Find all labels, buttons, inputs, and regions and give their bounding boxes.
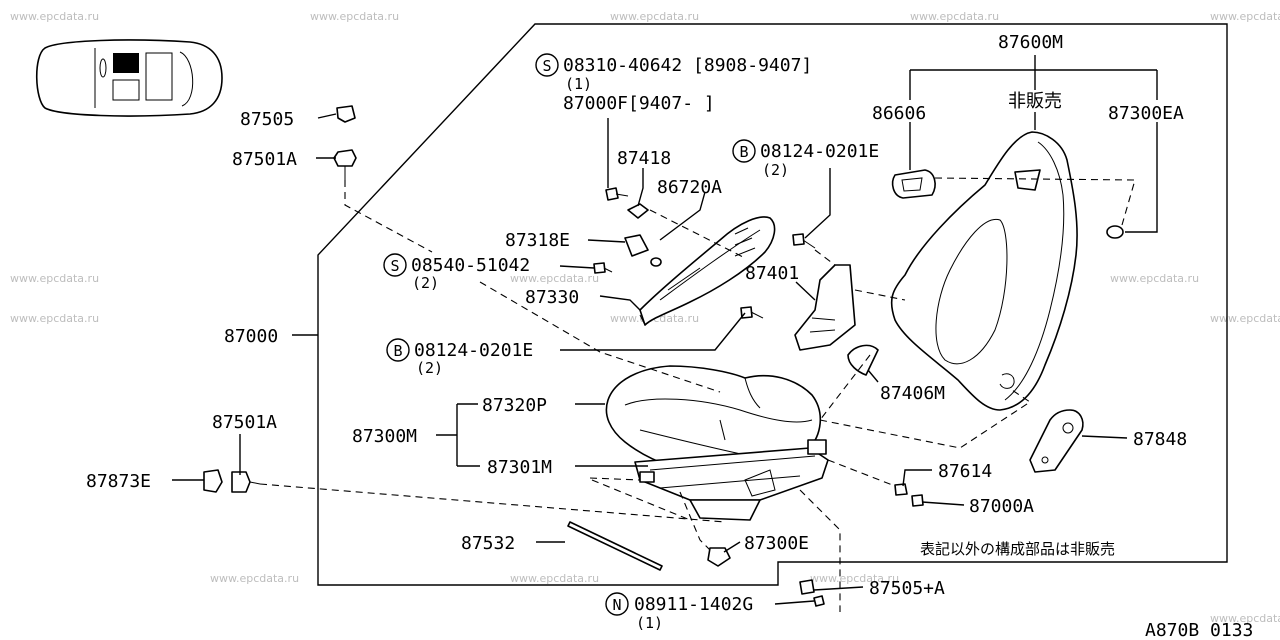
circled-markers: S B S B N bbox=[383, 53, 756, 616]
recliner-cover bbox=[639, 216, 776, 326]
marker-s: S bbox=[390, 257, 399, 275]
label-87501A: 87501A bbox=[212, 412, 277, 433]
label-87600M: 87600M bbox=[998, 32, 1063, 53]
marker-b: B bbox=[739, 143, 748, 161]
watermark: www.epcdata.ru bbox=[210, 572, 299, 585]
label-87300M: 87300M bbox=[352, 426, 417, 447]
watermark: www.epcdata.ru bbox=[10, 272, 99, 285]
label-86720A: 86720A bbox=[657, 177, 722, 198]
dashed-lines bbox=[259, 177, 1136, 612]
bracket-87401 bbox=[794, 264, 856, 351]
label-87505: 87505 bbox=[240, 109, 294, 130]
car-locator-icon bbox=[35, 39, 223, 117]
fasteners bbox=[203, 105, 924, 607]
seat-cushion bbox=[605, 365, 822, 480]
label-87848: 87848 bbox=[1133, 429, 1187, 450]
watermark: www.epcdata.ru bbox=[910, 10, 999, 23]
label-87501A: 87501A bbox=[232, 149, 297, 170]
watermark: www.epcdata.ru bbox=[1110, 272, 1199, 285]
label-87320P: 87320P bbox=[482, 395, 547, 416]
watermark: www.epcdata.ru bbox=[510, 272, 599, 285]
leader-lines bbox=[172, 55, 1158, 605]
label-08310-40642: 08310-40642 [8908-9407] bbox=[563, 55, 812, 76]
label-87300E: 87300E bbox=[744, 533, 809, 554]
watermark: www.epcdata.ru bbox=[510, 572, 599, 585]
label-87873E: 87873E bbox=[86, 471, 151, 492]
label-87318E: 87318E bbox=[505, 230, 570, 251]
watermark: www.epcdata.ru bbox=[1210, 312, 1280, 325]
label-08124-0201E: 08124-0201E bbox=[414, 340, 533, 361]
label-87301M: 87301M bbox=[487, 457, 552, 478]
label-87532: 87532 bbox=[461, 533, 515, 554]
label-87505-A: 87505+A bbox=[869, 578, 945, 599]
label-not-sold: 非販売 bbox=[1008, 91, 1062, 112]
note-other-parts-not-sold: 表記以外の構成部品は非販売 bbox=[920, 540, 1115, 558]
label-87418: 87418 bbox=[617, 148, 671, 169]
watermark: www.epcdata.ru bbox=[1210, 612, 1280, 625]
watermark: www.epcdata.ru bbox=[10, 10, 99, 23]
assembly-frame bbox=[317, 23, 1228, 586]
bracket-87848 bbox=[1029, 409, 1084, 473]
seat-adjuster bbox=[634, 439, 829, 521]
label-qty: (1) bbox=[636, 614, 663, 632]
marker-b: B bbox=[393, 342, 402, 360]
label-08124-0201E: 08124-0201E bbox=[760, 141, 879, 162]
label-qty: (2) bbox=[416, 359, 443, 377]
label-qty: (2) bbox=[412, 274, 439, 292]
label-87406M: 87406M bbox=[880, 383, 945, 404]
label-87300EA: 87300EA bbox=[1108, 103, 1184, 124]
label-qty: (1) bbox=[565, 75, 592, 93]
label-08911-1402G: 08911-1402G bbox=[634, 594, 753, 615]
watermark: www.epcdata.ru bbox=[10, 312, 99, 325]
rod-87532 bbox=[567, 521, 663, 571]
label-qty: (2) bbox=[762, 161, 789, 179]
watermarks: www.epcdata.ru www.epcdata.ru www.epcdat… bbox=[10, 10, 1280, 625]
label-87614: 87614 bbox=[938, 461, 992, 482]
part-labels: 87600M 86606 非販売 87300EA 08310-40642 [89… bbox=[86, 32, 1253, 640]
label-08540-51042: 08540-51042 bbox=[411, 255, 530, 276]
cap-87406M bbox=[847, 344, 879, 376]
diagram-code: A870B 0133 bbox=[1145, 620, 1253, 640]
label-87330: 87330 bbox=[525, 287, 579, 308]
marker-n: N bbox=[612, 596, 621, 614]
seat-back bbox=[890, 131, 1124, 411]
watermark: www.epcdata.ru bbox=[810, 572, 899, 585]
marker-s: S bbox=[542, 57, 551, 75]
label-87401: 87401 bbox=[745, 263, 799, 284]
label-86606: 86606 bbox=[872, 103, 926, 124]
watermark: www.epcdata.ru bbox=[310, 10, 399, 23]
label-87000F: 87000F[9407- ] bbox=[563, 93, 715, 114]
watermark: www.epcdata.ru bbox=[1210, 10, 1280, 23]
label-87000: 87000 bbox=[224, 326, 278, 347]
label-87000A: 87000A bbox=[969, 496, 1034, 517]
watermark: www.epcdata.ru bbox=[610, 10, 699, 23]
